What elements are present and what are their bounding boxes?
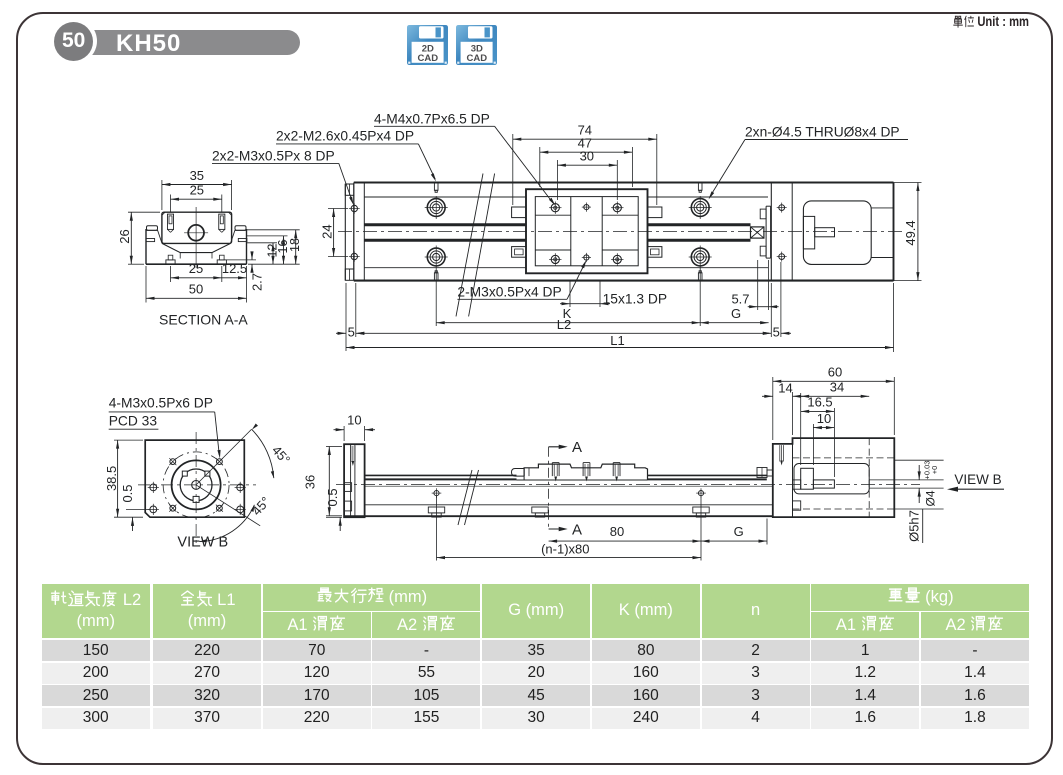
svg-text:2D: 2D (422, 44, 434, 55)
svg-text:24: 24 (320, 224, 335, 238)
svg-text:PCD 33: PCD 33 (109, 414, 158, 429)
svg-text:CAD: CAD (418, 53, 439, 64)
svg-text:4-M3x0.5Px6 DP: 4-M3x0.5Px6 DP (109, 396, 213, 411)
svg-text:25: 25 (190, 183, 204, 198)
svg-text:15x1.3 DP: 15x1.3 DP (603, 292, 667, 307)
svg-text:(n-1)x80: (n-1)x80 (541, 541, 589, 556)
svg-text:16: 16 (276, 240, 290, 254)
svg-text:SECTION A-A: SECTION A-A (159, 312, 248, 328)
svg-text:0.5: 0.5 (120, 484, 135, 502)
svg-text:G: G (734, 524, 744, 539)
svg-text:35: 35 (190, 168, 204, 183)
svg-text:60: 60 (828, 365, 842, 380)
svg-text:18: 18 (288, 238, 302, 252)
svg-text:10: 10 (347, 413, 361, 428)
svg-text:14: 14 (778, 381, 792, 396)
svg-text:49.4: 49.4 (903, 220, 918, 245)
svg-text:5: 5 (773, 325, 780, 340)
svg-text:47: 47 (578, 136, 592, 151)
svg-text:K: K (563, 306, 572, 321)
svg-text:80: 80 (610, 524, 624, 539)
svg-text:30: 30 (580, 149, 594, 164)
svg-text:16.5: 16.5 (807, 395, 832, 410)
svg-text:45°: 45° (249, 494, 273, 519)
svg-text:36: 36 (303, 475, 318, 489)
svg-text:VIEW B: VIEW B (954, 472, 1001, 487)
svg-text:+0.03: +0.03 (923, 461, 932, 480)
svg-text:12: 12 (265, 244, 279, 258)
svg-text:5.7: 5.7 (731, 292, 749, 307)
svg-text:VIEW B: VIEW B (177, 535, 228, 551)
svg-text:0.5: 0.5 (325, 488, 340, 506)
svg-text:G: G (731, 306, 741, 321)
svg-text:2-M3x0.5Px4 DP: 2-M3x0.5Px4 DP (457, 285, 561, 300)
svg-text:74: 74 (578, 123, 592, 138)
svg-text:L1: L1 (610, 333, 624, 348)
svg-text:25: 25 (189, 261, 203, 276)
svg-text:12.5: 12.5 (222, 261, 247, 276)
svg-text:CAD: CAD (467, 53, 488, 64)
svg-text:2x2-M3x0.5Px 8 DP: 2x2-M3x0.5Px 8 DP (212, 149, 335, 164)
svg-text:2x2-M2.6x0.45Px4 DP: 2x2-M2.6x0.45Px4 DP (276, 129, 414, 144)
svg-text:A: A (572, 522, 582, 539)
svg-text:45°: 45° (269, 443, 293, 468)
svg-text:5: 5 (348, 325, 355, 340)
svg-text:38.5: 38.5 (104, 466, 119, 491)
svg-text:34: 34 (830, 380, 844, 395)
svg-text:A: A (572, 439, 582, 456)
svg-text:+0: +0 (930, 466, 939, 475)
svg-text:4-M4x0.7Px6.5 DP: 4-M4x0.7Px6.5 DP (374, 112, 490, 127)
svg-text:26: 26 (117, 229, 132, 243)
svg-text:2xn-Ø4.5 THRUØ8x4 DP: 2xn-Ø4.5 THRUØ8x4 DP (745, 125, 900, 140)
svg-text:10: 10 (817, 411, 831, 426)
svg-text:Ø4: Ø4 (924, 490, 938, 506)
svg-text:50: 50 (189, 282, 203, 297)
svg-text:Ø5h7: Ø5h7 (907, 510, 922, 542)
svg-text:3D: 3D (471, 44, 483, 55)
svg-text:L2: L2 (557, 317, 571, 332)
svg-text:2.7: 2.7 (249, 273, 264, 291)
